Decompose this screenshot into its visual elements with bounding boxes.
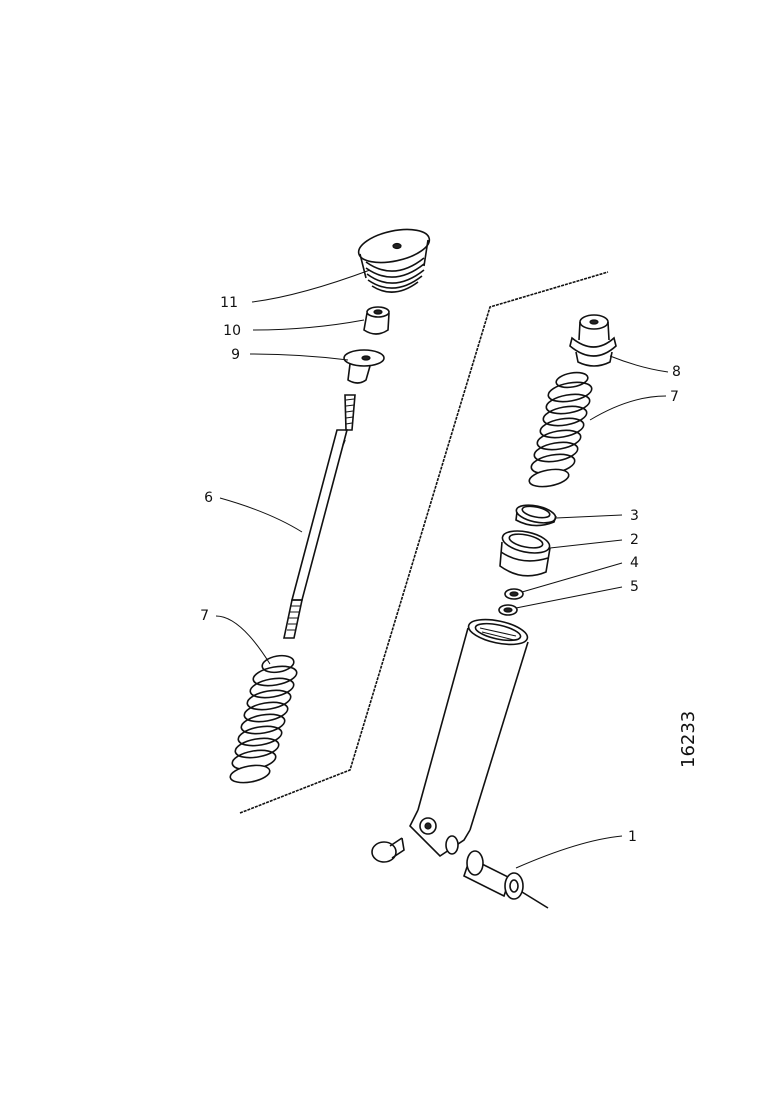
bush-10 (363, 306, 390, 335)
seat-washer-9 (343, 349, 385, 384)
piston-rod-6 (283, 394, 356, 639)
assembly-frame (239, 271, 609, 814)
reference-number: 16233 (678, 711, 699, 768)
cylinder-body (409, 618, 529, 858)
label-1: 1 (628, 829, 637, 845)
spring-7-left (229, 654, 298, 784)
cap-nut-11 (357, 228, 431, 293)
ring-3 (515, 504, 557, 527)
top-mount-8 (569, 314, 617, 367)
label-2: 2 (630, 532, 639, 548)
spring-7-right (528, 371, 593, 488)
washer-5 (498, 604, 518, 616)
bolt-head (371, 837, 405, 863)
label-5: 5 (630, 579, 639, 595)
guide-2 (499, 530, 551, 577)
label-3: 3 (630, 508, 639, 524)
label-6: 6 (204, 490, 213, 506)
label-9: 9 (231, 347, 240, 363)
leader-lines (215, 269, 669, 869)
bushing-1 (463, 850, 549, 909)
label-10: 10 (223, 323, 241, 339)
label-11: 11 (220, 295, 238, 311)
washer-4 (504, 588, 524, 600)
label-7-left: 7 (200, 608, 209, 624)
label-8: 8 (672, 364, 681, 380)
label-7-right: 7 (670, 389, 679, 405)
label-4: 4 (630, 555, 639, 571)
